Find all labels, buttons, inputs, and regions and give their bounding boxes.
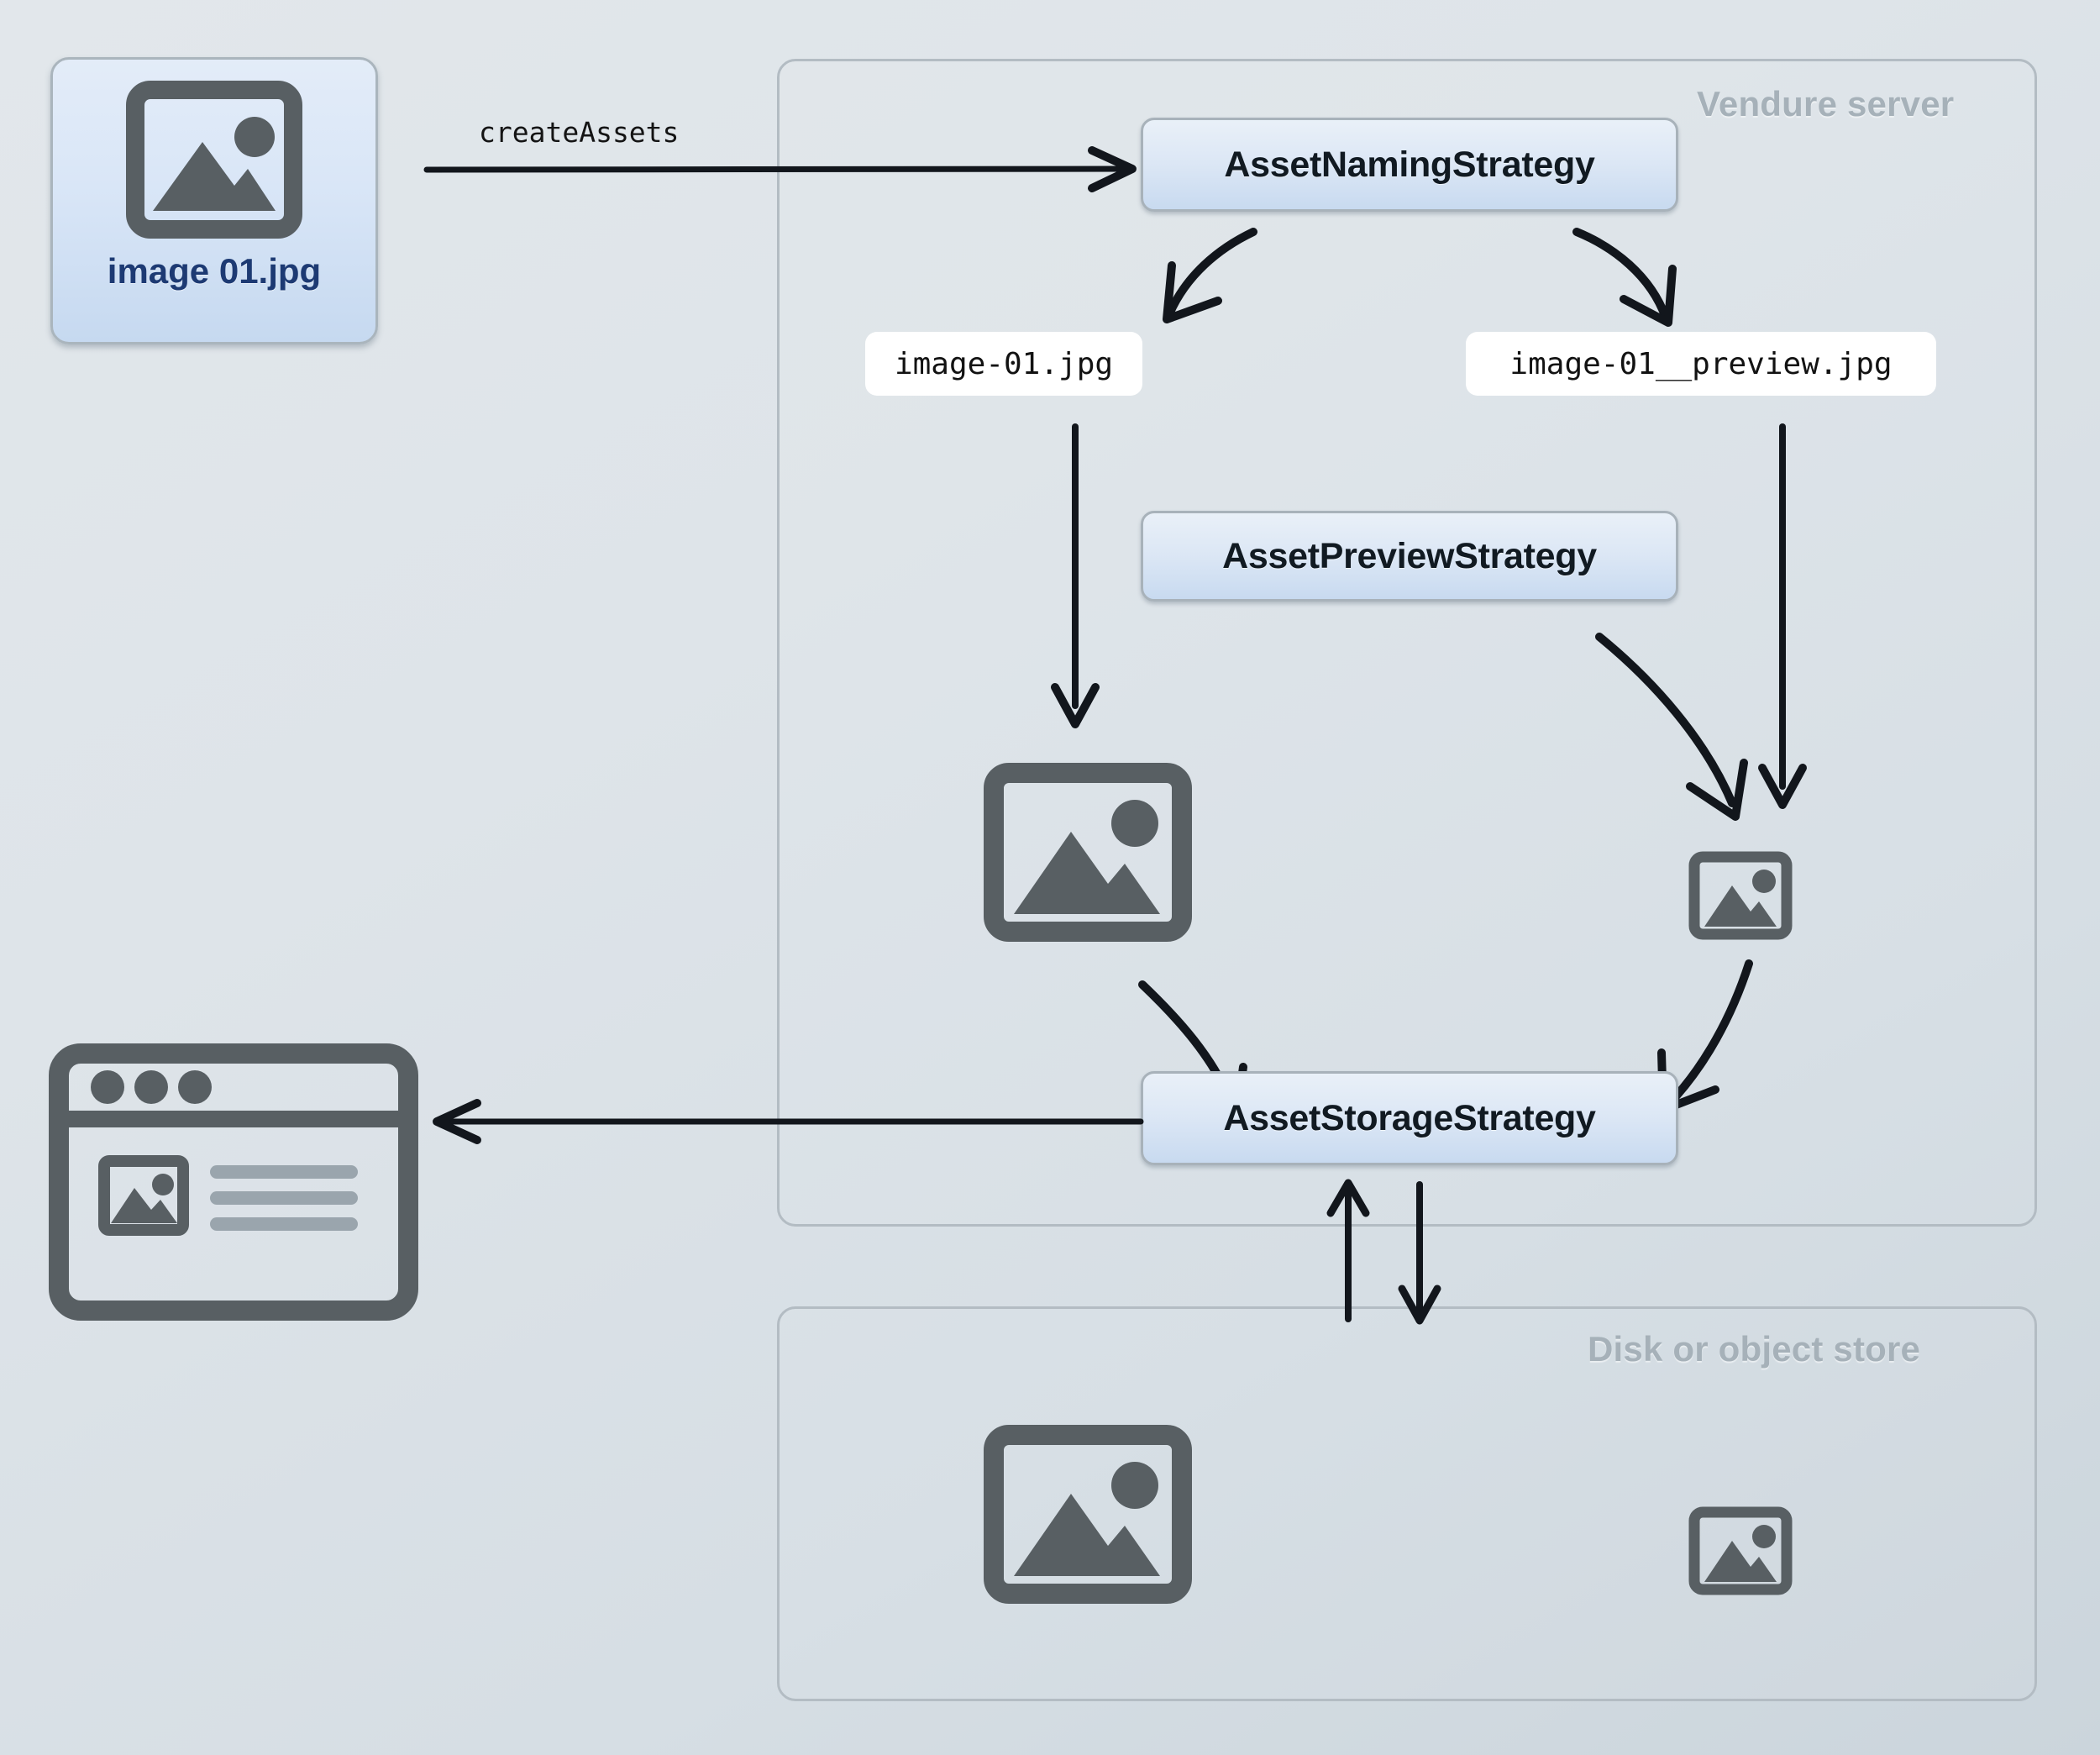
asset-storage-strategy-box[interactable]: AssetStorageStrategy bbox=[1141, 1071, 1678, 1165]
original-filename-chip: image-01.jpg bbox=[865, 332, 1142, 396]
server-source-image-icon bbox=[984, 763, 1192, 942]
preview-filename-chip: image-01__preview.jpg bbox=[1466, 332, 1936, 396]
asset-naming-strategy-box[interactable]: AssetNamingStrategy bbox=[1141, 118, 1678, 212]
arrow-preview-strategy-to-thumb bbox=[1588, 622, 1781, 832]
asset-preview-strategy-box[interactable]: AssetPreviewStrategy bbox=[1141, 511, 1678, 602]
asset-preview-strategy-label: AssetPreviewStrategy bbox=[1222, 535, 1597, 576]
container-vendure-server bbox=[777, 59, 2037, 1227]
arrow-disk-write-down bbox=[1390, 1176, 1449, 1327]
arrow-create-assets bbox=[420, 143, 1159, 193]
asset-storage-strategy-label: AssetStorageStrategy bbox=[1223, 1097, 1596, 1138]
source-file-label: image 01.jpg bbox=[107, 251, 322, 291]
edge-label-create-assets: createAssets bbox=[479, 116, 680, 149]
original-filename-label: image-01.jpg bbox=[894, 346, 1114, 381]
preview-filename-label: image-01__preview.jpg bbox=[1509, 346, 1893, 381]
container-vendure-server-label: Vendure server bbox=[1697, 84, 1955, 123]
arrow-naming-to-preview-filename bbox=[1558, 220, 1743, 329]
source-file-card[interactable]: image 01.jpg bbox=[50, 57, 378, 344]
arrow-disk-read-up bbox=[1319, 1176, 1378, 1327]
arrow-preview-filename-to-thumb bbox=[1749, 420, 1816, 823]
browser-window-icon bbox=[49, 1043, 418, 1321]
disk-preview-image-icon bbox=[1688, 1506, 1793, 1595]
arrow-storage-to-browser bbox=[412, 1096, 1159, 1147]
arrow-original-filename-to-image bbox=[1042, 420, 1109, 739]
server-preview-image-icon bbox=[1688, 851, 1793, 940]
container-disk-store-label: Disk or object store bbox=[1588, 1329, 1921, 1369]
image-placeholder-icon bbox=[126, 81, 302, 239]
asset-naming-strategy-label: AssetNamingStrategy bbox=[1224, 144, 1595, 185]
disk-source-image-icon bbox=[984, 1425, 1192, 1604]
arrow-naming-to-original-filename bbox=[1092, 220, 1277, 329]
